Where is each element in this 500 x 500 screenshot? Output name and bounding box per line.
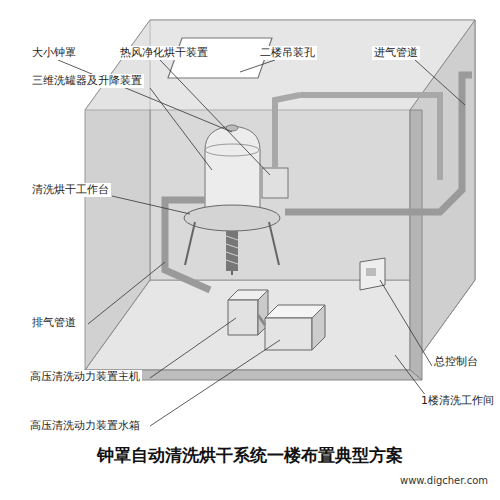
part-label: 高压清洗动力装置水箱 bbox=[28, 419, 142, 433]
tank-hose bbox=[258, 315, 265, 325]
part-label: 高压清洗动力装置主机 bbox=[28, 370, 142, 384]
part-label: 三维洗罐器及升降装置 bbox=[30, 74, 144, 88]
part-label: 1楼清洗工作间 bbox=[419, 394, 496, 408]
part-label: 排气管道 bbox=[30, 316, 78, 330]
part-label: 大小钟罩 bbox=[30, 46, 78, 60]
control-panel bbox=[366, 268, 376, 276]
bell-rim bbox=[205, 144, 259, 156]
lift-screw bbox=[226, 231, 238, 271]
upper-pipe bbox=[300, 95, 440, 180]
control-cabinet bbox=[360, 258, 385, 290]
caption: 钟罩自动清洗烘干系统一楼布置典型方案 bbox=[0, 444, 500, 467]
dryer-unit bbox=[262, 168, 288, 198]
worktable-top bbox=[184, 205, 280, 231]
part-label: 进气管道 bbox=[372, 46, 420, 60]
bell-jar bbox=[205, 126, 260, 208]
part-label: 总控制台 bbox=[432, 355, 480, 369]
intake-pipe-top bbox=[462, 75, 472, 92]
part-label: 清洗烘干工作台 bbox=[30, 183, 111, 197]
screw-thread bbox=[226, 236, 238, 264]
watermark: www.digcher.com bbox=[398, 474, 490, 488]
part-label: 热风净化烘干装置 bbox=[118, 46, 210, 60]
tank-side bbox=[312, 305, 325, 350]
intake-pipe bbox=[285, 92, 462, 212]
dryer-duct bbox=[275, 95, 300, 168]
main-unit-front bbox=[228, 300, 258, 335]
part-label: 二楼吊装孔 bbox=[258, 46, 317, 60]
exhaust-pipe-end bbox=[190, 197, 205, 204]
worktable-legs bbox=[185, 222, 279, 275]
